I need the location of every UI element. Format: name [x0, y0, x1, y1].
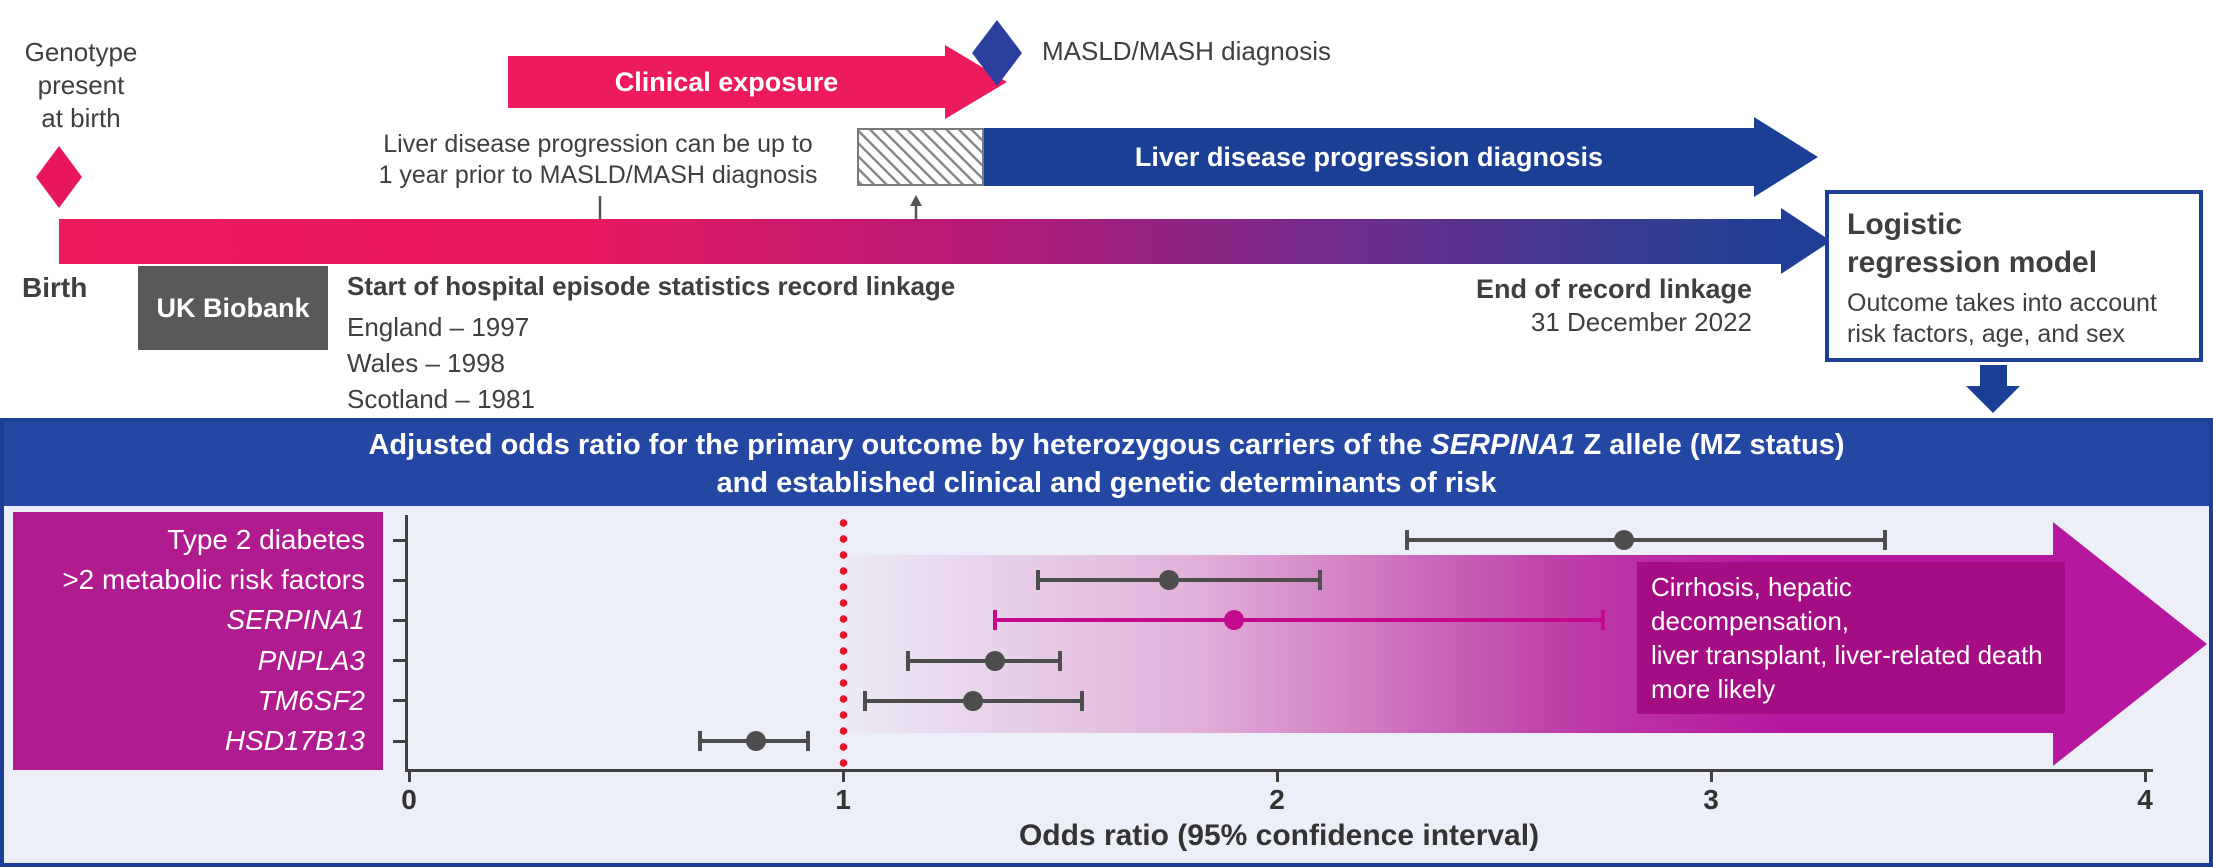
ci-line [994, 618, 1603, 623]
risk-direction-arrowhead-icon [2053, 522, 2207, 766]
forest-plot-title: Adjusted odds ratio for the primary outc… [4, 422, 2209, 506]
ci-cap-high [1600, 610, 1605, 631]
odds-ratio-point [746, 731, 767, 751]
title-gene: SERPINA1 [1430, 429, 1576, 461]
forest-plot-layer: 0 1 2 3 4 Type 2 diabetes >2 metabolic risk fa… [4, 422, 2209, 863]
title-post: Z allele (MZ status) [1575, 429, 1845, 461]
ci-line [1038, 578, 1321, 583]
x-tick-label: 1 [835, 784, 851, 815]
ci-cap-low [1036, 570, 1041, 591]
ci-cap-low [906, 650, 911, 671]
clinical-exposure-label: Clinical exposure [614, 66, 839, 97]
genotype-diamond-icon [36, 146, 82, 208]
y-axis-line [405, 515, 408, 769]
ci-cap-high [806, 731, 811, 751]
x-axis-tick [1709, 769, 1713, 782]
ci-cap-low [862, 690, 867, 711]
y-axis-tick [393, 538, 405, 542]
x-axis-line [405, 769, 2153, 772]
forest-row-label: Type 2 diabetes [167, 524, 365, 555]
ci-cap-low [697, 731, 702, 751]
forest-row-label: >2 metabolic risk factors [62, 564, 365, 596]
end-record-linkage-title: End of record linkage [1475, 274, 1752, 304]
clinical-exposure-arrow: Clinical exposure [508, 56, 945, 108]
logistic-regression-note: Outcome takes into account risk factors,… [1847, 289, 2157, 348]
forest-row-label: PNPLA3 [257, 644, 365, 676]
ci-cap-high [1058, 650, 1062, 671]
odds-ratio-point [1158, 570, 1179, 591]
y-axis-tick [393, 659, 405, 663]
x-tick-label: 2 [1269, 784, 1285, 815]
odds-ratio-point [984, 650, 1005, 671]
x-axis-title: Odds ratio (95% confidence interval) [1018, 819, 1540, 852]
end-record-linkage-date: 31 December 2022 [1530, 307, 1752, 337]
timeline-gradient-arrow [59, 219, 1781, 264]
x-axis-tick [1275, 769, 1279, 782]
forest-plot-title-line1: Adjusted odds ratio for the primary outc… [4, 426, 2209, 464]
ci-line [908, 658, 1060, 663]
down-arrowhead-icon [1966, 386, 2020, 413]
x-tick-label: 3 [1703, 784, 1719, 815]
down-arrow [1980, 365, 2007, 386]
odds-ratio-point [1223, 610, 1244, 631]
record-linkage-title: Start of hospital episode statistics rec… [347, 271, 956, 301]
liver-progression-arrowhead-icon [1754, 117, 1818, 197]
ci-line [1407, 538, 1885, 542]
record-linkage-countries: England – 1997 Wales – 1998 Scotland – 1… [347, 312, 535, 414]
ci-cap-high [1882, 530, 1887, 550]
y-axis-tick [393, 739, 405, 743]
y-axis-tick [393, 618, 405, 622]
birth-label: Birth [22, 272, 88, 303]
liver-progression-arrow-label: Liver disease progression diagnosis [1134, 141, 1604, 172]
forest-row-label: SERPINA1 [226, 604, 366, 636]
masld-diagnosis-label: MASLD/MASH diagnosis [1042, 36, 1331, 66]
reference-line-or1 [839, 515, 848, 769]
x-tick-label: 0 [401, 784, 417, 815]
x-tick-label: 4 [2137, 784, 2153, 815]
row-label-box [13, 512, 383, 770]
uk-biobank-box: UK Biobank [138, 266, 328, 350]
x-axis-tick [407, 769, 411, 782]
x-axis-tick [841, 769, 845, 782]
genotype-at-birth-label: Genotype present at birth [24, 37, 138, 133]
logistic-regression-title: Logistic regression model [1847, 208, 2098, 279]
one-year-lookback-hatched-box [857, 128, 984, 186]
forest-row-label: HSD17B13 [224, 725, 365, 756]
y-axis-tick [393, 578, 405, 582]
end-record-linkage-block: End of record linkage 31 December 2022 [1450, 271, 1752, 338]
y-axis-tick [393, 699, 405, 703]
forest-plot-title-line2: and established clinical and genetic det… [716, 467, 1497, 499]
progression-note: Liver disease progression can be up to 1… [378, 130, 818, 189]
risk-direction-annotation: Cirrhosis, hepatic decompensation, liver… [1637, 562, 2065, 714]
title-pre: Adjusted odds ratio for the primary outc… [368, 429, 1431, 461]
x-axis-tick [2143, 769, 2147, 782]
forest-plot-panel: Adjusted odds ratio for the primary outc… [0, 418, 2213, 867]
uk-biobank-label: UK Biobank [156, 292, 310, 323]
timeline-arrowhead-icon [1781, 208, 1831, 274]
odds-ratio-point [1614, 530, 1635, 550]
ci-cap-low [1405, 530, 1410, 550]
logistic-regression-box: Logistic regression model Outcome takes … [1825, 190, 2203, 362]
forest-row-label: TM6SF2 [257, 684, 365, 716]
ci-cap-high [1318, 570, 1323, 591]
odds-ratio-point [963, 690, 984, 711]
ci-cap-high [1079, 690, 1084, 711]
liver-progression-arrow: Liver disease progression diagnosis [984, 128, 1754, 186]
ci-cap-low [992, 610, 997, 631]
